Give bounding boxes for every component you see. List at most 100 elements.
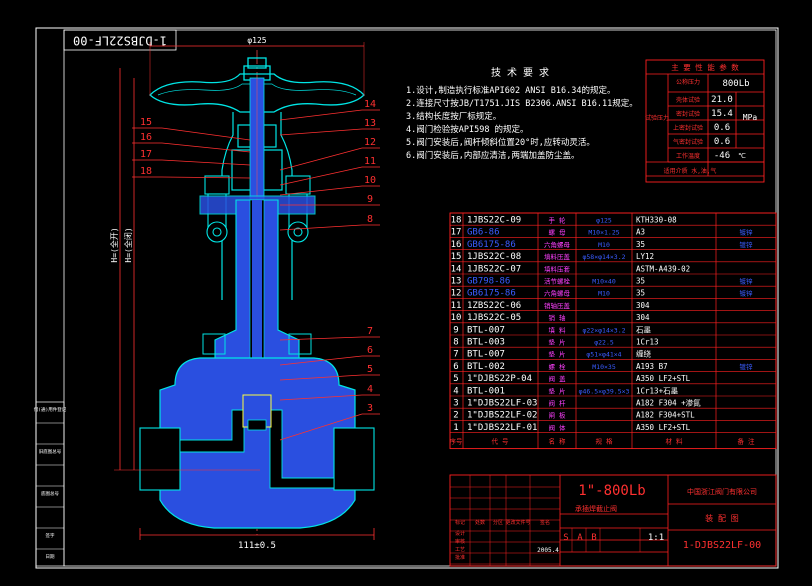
bom-name: 填料压盖: [544, 252, 571, 261]
bom-code: 1"DJBS22LF-01: [467, 423, 537, 433]
left-block-label: 底图总号: [41, 490, 59, 497]
bom-name: 填 料: [549, 325, 566, 334]
leader-label: 15: [140, 117, 152, 128]
bom-spec: φ51×φ41×4: [586, 351, 621, 359]
spec-row-label: 密封试验: [676, 110, 700, 118]
product-sub: 承插焊截止阀: [575, 504, 617, 513]
bom-name: 填料压套: [544, 264, 571, 273]
leader-label: 4: [367, 384, 373, 395]
bom-material: A350 LF2+STL: [636, 423, 691, 432]
leader-label: 12: [364, 137, 376, 148]
spec-row-label: 气密封试验: [673, 138, 703, 146]
bom-spec: M10: [598, 290, 610, 298]
bom-name: 阀 体: [549, 423, 566, 432]
bom-no: 8: [453, 338, 458, 348]
tech-req-line: 6.阀门安装后,内部应清洁,两端加盖防尘盖。: [406, 150, 579, 161]
table-line: [161, 176, 251, 179]
bom-spec: M10×40: [592, 278, 616, 286]
bom-header: 材 料: [666, 437, 683, 446]
bom-no: 4: [453, 386, 458, 396]
spec-class: 800Lb: [722, 79, 749, 89]
bom-code: GB798-86: [467, 277, 510, 287]
bonnet-bolts: [202, 333, 312, 355]
bom-name: 销轴压盖: [544, 301, 571, 310]
bom-material: A3: [636, 228, 645, 237]
table-line: [279, 336, 363, 341]
bom-header: 序号: [450, 437, 464, 446]
bom-no: 6: [453, 362, 458, 372]
table-line: [279, 355, 363, 366]
bom-material: LY12: [636, 252, 654, 261]
bom-no: 18: [451, 216, 462, 226]
bom-material: 35: [636, 277, 645, 286]
bom-name: 螺 母: [549, 228, 566, 237]
table-line: [161, 159, 251, 166]
spec-medium: 适用介质 水,油,气: [664, 167, 717, 175]
bom-name: 销 轴: [549, 313, 566, 322]
title-row-label: 审核: [455, 538, 465, 545]
table-line: [279, 413, 363, 441]
spec-temp-unit: ℃: [738, 152, 746, 160]
left-block-label: 旧底图总号: [39, 448, 62, 455]
bom-material: 石墨: [636, 325, 651, 334]
leader-label: 3: [367, 403, 373, 414]
rotated-code-box: 1-DJBS22LF-00: [63, 29, 177, 51]
bom-no: 14: [451, 264, 462, 274]
tech-req-line: 3.结构长度按厂标规定。: [406, 111, 501, 122]
drawing-number: 1-DJBS22LF-00: [683, 540, 761, 551]
bom-name: 垫 片: [549, 350, 566, 359]
top-dimension: φ125: [247, 36, 266, 45]
bom-no: 3: [453, 399, 458, 409]
spec-title: 主 要 性 能 参 数: [671, 62, 739, 72]
bom-no: 1: [453, 423, 458, 433]
bom-material: KTH330-08: [636, 216, 677, 225]
bom-spec: M10: [598, 241, 610, 249]
bom-name: 活节螺栓: [544, 277, 571, 286]
left-block-label: 日期: [46, 554, 55, 560]
bom-code: GB6175-86: [467, 240, 516, 250]
table-line: [279, 147, 363, 171]
bottom-dimension: 111±0.5: [238, 541, 276, 551]
drawing-type: 装 配 图: [705, 513, 739, 523]
rotated-code: 1-DJBS22LF-00: [73, 34, 167, 48]
title-row-label: 分区: [493, 519, 503, 526]
bom-code: 1"DJBS22P-04: [467, 374, 532, 384]
bom-material: 35: [636, 289, 645, 298]
title-mark: S: [563, 533, 568, 543]
left-block-label: 签字: [46, 532, 55, 539]
bom-note: 镀锌: [740, 362, 754, 371]
spec-row-value: -46: [714, 151, 730, 161]
bom-material: 缠绕: [636, 349, 651, 359]
bom-spec: φ58×φ14×3.2: [582, 253, 625, 261]
bom-material: A193 B7: [636, 362, 668, 371]
bom-code: 1ZBS22C-06: [467, 301, 521, 311]
leader-label: 17: [140, 149, 152, 160]
bom-no: 12: [451, 289, 462, 299]
bom-no: 11: [451, 301, 462, 311]
spec-row-value: 21.0: [711, 95, 733, 105]
bom-code: 1"DJBS22LF-02: [467, 411, 537, 421]
leader-label: 5: [367, 364, 373, 375]
bom-header: 名 称: [549, 437, 566, 446]
bom-material: A182 F304+STL: [636, 411, 695, 420]
bom-code: 1JBS22C-05: [467, 313, 521, 323]
title-mark: A: [577, 533, 583, 543]
title-scale: 1:1: [648, 533, 664, 543]
title-row-label: 工艺: [455, 547, 465, 553]
bom-material: 35: [636, 240, 645, 249]
bom-name: 阀 杆: [549, 399, 566, 408]
bom-no: 5: [453, 374, 458, 384]
table-line: [279, 224, 363, 231]
bom-name: 阀 盖: [549, 374, 566, 383]
bom-material: 1Cr13+石墨: [636, 386, 679, 395]
bom-code: BTL-001: [467, 386, 505, 396]
valve-assembly: 111±0.5 φ125 H=(全开) H=(全闭) 1516171814131…: [109, 36, 380, 551]
spec-row-value: 15.4: [711, 109, 733, 119]
tech-req-line: 1.设计,制造执行标准API602 ANSI B16.34的规定。: [406, 85, 615, 96]
product-name: 1"-800Lb: [578, 483, 645, 499]
bom-spec: φ22.5: [594, 339, 614, 347]
technical-requirements: 技 术 要 求 1.设计,制造执行标准API602 ANSI B16.34的规定…: [406, 66, 638, 161]
bom-code: 1JBS22C-08: [467, 252, 521, 262]
